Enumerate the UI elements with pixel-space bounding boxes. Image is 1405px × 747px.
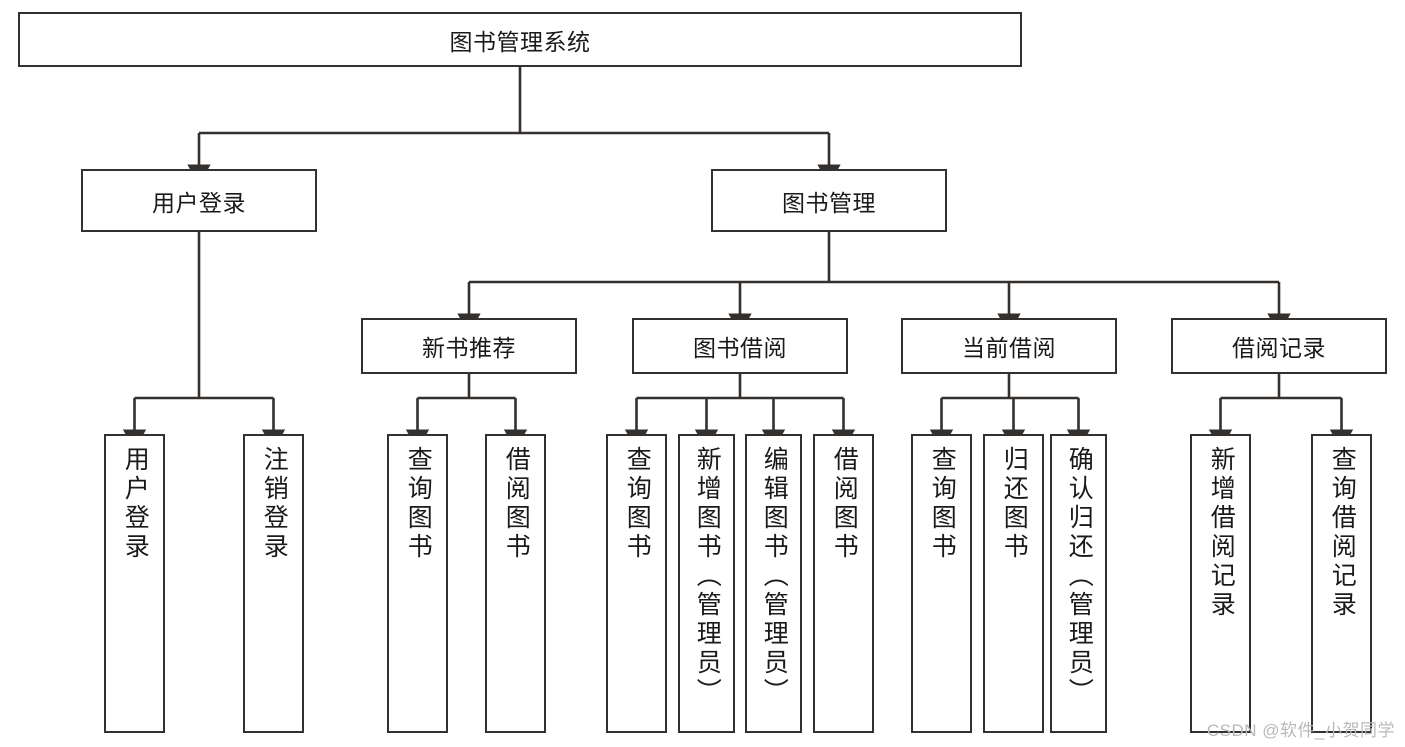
node-label: 借阅图书	[502, 446, 531, 562]
node-label: 新增图书（管理员）	[693, 446, 722, 707]
node-leaf-query-record[interactable]: 查询借阅记录	[1311, 434, 1372, 733]
node-leaf-return-book[interactable]: 归还图书	[983, 434, 1044, 733]
node-label: 借阅记录	[1232, 335, 1326, 361]
node-label: 借阅图书	[830, 446, 859, 562]
node-new-book-rec[interactable]: 新书推荐	[361, 318, 577, 374]
node-book-borrow[interactable]: 图书借阅	[632, 318, 848, 374]
watermark-text: CSDN @软件_小贺同学	[1206, 721, 1395, 740]
node-label: 归还图书	[1000, 446, 1029, 562]
node-leaf-borrow-book-1[interactable]: 借阅图书	[485, 434, 546, 733]
node-borrow-record[interactable]: 借阅记录	[1171, 318, 1387, 374]
node-user-login[interactable]: 用户登录	[81, 169, 317, 232]
node-label: 编辑图书（管理员）	[760, 446, 789, 707]
node-label: 图书借阅	[693, 335, 787, 361]
node-label: 用户登录	[152, 189, 246, 216]
node-leaf-user-login[interactable]: 用户登录	[104, 434, 165, 733]
node-root[interactable]: 图书管理系统	[18, 12, 1022, 67]
node-leaf-edit-book[interactable]: 编辑图书（管理员）	[745, 434, 802, 733]
node-label: 用户登录	[121, 446, 150, 562]
node-leaf-query-book-3[interactable]: 查询图书	[911, 434, 972, 733]
node-label: 查询图书	[404, 446, 433, 562]
node-book-manage[interactable]: 图书管理	[711, 169, 947, 232]
node-current-borrow[interactable]: 当前借阅	[901, 318, 1117, 374]
node-label: 图书管理系统	[449, 28, 591, 55]
node-label: 注销登录	[260, 446, 289, 562]
node-label: 查询图书	[623, 446, 652, 562]
node-label: 图书管理	[782, 189, 876, 216]
node-label: 查询借阅记录	[1328, 446, 1357, 620]
node-label: 新增借阅记录	[1207, 446, 1236, 620]
node-leaf-logout[interactable]: 注销登录	[243, 434, 304, 733]
node-label: 新书推荐	[422, 335, 516, 361]
node-leaf-add-book[interactable]: 新增图书（管理员）	[678, 434, 735, 733]
node-leaf-query-book-1[interactable]: 查询图书	[387, 434, 448, 733]
node-label: 当前借阅	[962, 335, 1056, 361]
node-leaf-borrow-book-2[interactable]: 借阅图书	[813, 434, 874, 733]
node-leaf-add-record[interactable]: 新增借阅记录	[1190, 434, 1251, 733]
node-label: 确认归还（管理员）	[1065, 446, 1094, 707]
node-label: 查询图书	[928, 446, 957, 562]
node-leaf-confirm-return[interactable]: 确认归还（管理员）	[1050, 434, 1107, 733]
node-leaf-query-book-2[interactable]: 查询图书	[606, 434, 667, 733]
